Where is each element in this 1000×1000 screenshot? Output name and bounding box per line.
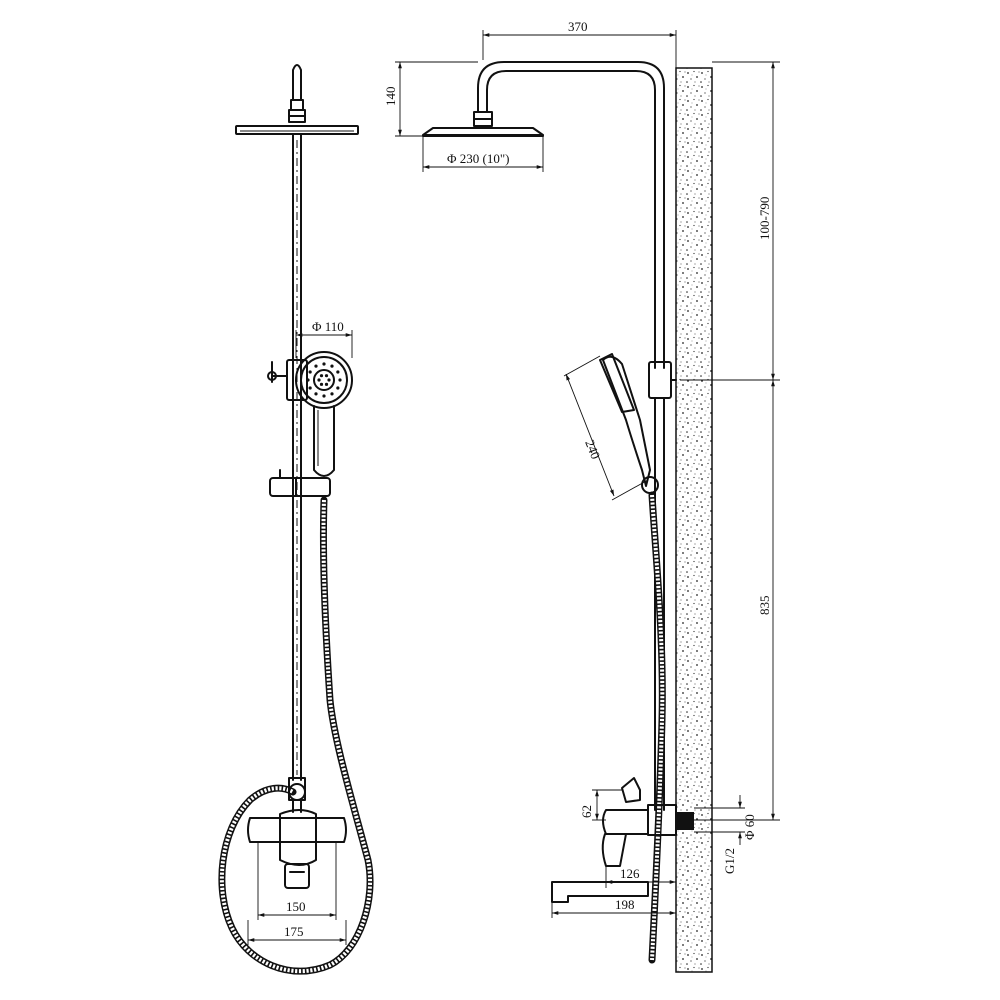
nozzle-dot [336,386,340,390]
dim-rain-head-diameter: Φ 230 (10") [447,151,509,166]
front-dim-150: 150 [257,842,337,920]
nozzle-dot [322,362,326,366]
nozzle-dot [314,392,318,396]
side-dim-140: 140 [383,61,478,137]
dim-hand-shower-length: 240 [582,438,603,462]
nozzle-dot [338,378,342,382]
side-wall [675,67,713,973]
side-dim-240: 240 [563,355,649,501]
nozzle-dot [327,378,331,382]
front-hose [218,496,374,975]
nozzle-dot [324,374,329,378]
front-arm [288,64,306,123]
side-dim-126: 126 [605,866,676,888]
dim-mixer-depth: 126 [620,866,640,881]
dim-mixer-inner-width: 150 [286,899,306,914]
dim-bracket-height: 100-790 [757,197,772,240]
side-dim-370: 370 [482,19,677,68]
dim-thread: G1/2 [722,848,737,874]
front-riser [292,133,302,781]
side-dim-60: Φ 60 [694,795,757,845]
side-dim-198: 198 [551,897,676,918]
side-dim-right-chain: 100-790 835 [680,61,780,821]
front-dim-hand-shower: Φ 110 [295,319,353,358]
nozzle-dot [336,370,340,374]
nozzle-dot [317,378,321,382]
side-arm [477,61,665,369]
side-bracket [648,361,677,399]
dim-hand-shower-diameter: Φ 110 [312,319,344,334]
front-mixer [247,809,347,889]
front-dim-175: 175 [247,920,347,945]
side-dim-62: 62 [579,789,622,821]
nozzle-dot [314,364,318,368]
nozzle-dot [308,370,312,374]
dim-inlet-offset: 62 [579,805,594,818]
nozzle-dot [330,364,334,368]
front-hand-shower [295,351,353,477]
front-rain-head [235,125,359,135]
side-view [422,61,694,964]
dim-mixer-outer-width: 175 [284,924,304,939]
side-dim-g12: G1/2 [694,819,737,880]
front-view [218,64,374,975]
side-mixer [551,809,649,903]
nozzle-dot [319,382,324,386]
dim-overhead-drop: 140 [383,87,398,107]
nozzle-dot [324,382,329,386]
nozzle-dot [319,374,324,378]
nozzle-dot [308,386,312,390]
side-dim-230: Φ 230 (10") [422,136,544,172]
nozzle-dot [322,394,326,398]
side-rain-head [422,111,544,137]
front-slide-holder [269,469,331,497]
dim-overhead-projection: 370 [568,19,588,34]
nozzle-dot [306,378,310,382]
nozzle-dot [330,392,334,396]
dim-spout-reach: 198 [615,897,635,912]
dim-inlet-diameter: Φ 60 [742,814,757,840]
dim-riser-height: 835 [757,596,772,616]
